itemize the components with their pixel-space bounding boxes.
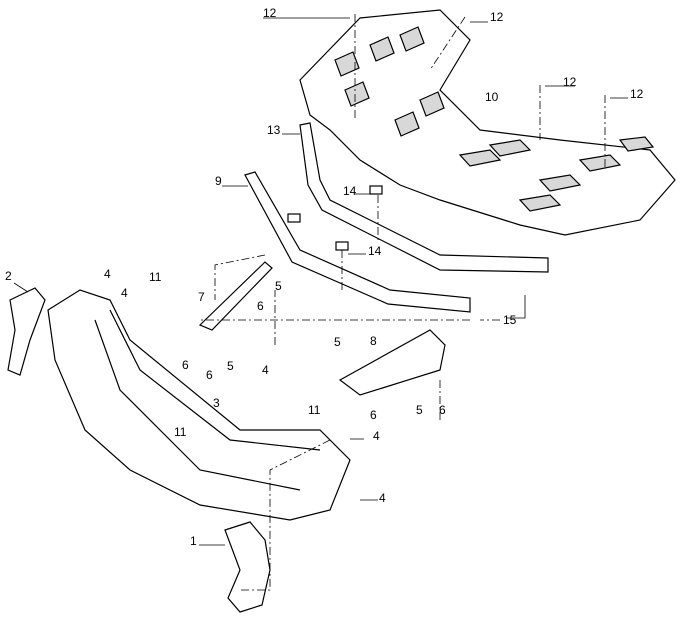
callout-15: 15 bbox=[503, 313, 517, 327]
callout-10: 10 bbox=[485, 90, 499, 104]
callout-1: 1 bbox=[190, 534, 197, 548]
callout-3: 3 bbox=[213, 396, 220, 410]
assembly-dash-lines bbox=[200, 14, 606, 591]
bracket-7 bbox=[198, 261, 273, 331]
callout-4: 4 bbox=[262, 363, 269, 377]
callout-12: 12 bbox=[630, 87, 644, 101]
callout-14: 14 bbox=[368, 244, 382, 258]
rubber-bumper-14 bbox=[335, 241, 349, 251]
callout-2: 2 bbox=[5, 269, 12, 283]
front-bumper bbox=[47, 289, 351, 521]
callout-5: 5 bbox=[275, 279, 282, 293]
callout-13: 13 bbox=[267, 123, 281, 137]
callout-11: 11 bbox=[174, 425, 187, 439]
callout-11: 11 bbox=[308, 403, 321, 417]
callout-5: 5 bbox=[334, 335, 341, 349]
callout-12: 12 bbox=[563, 75, 577, 89]
callout-8: 8 bbox=[370, 334, 377, 348]
callout-6: 6 bbox=[206, 368, 213, 382]
callout-4: 4 bbox=[104, 267, 111, 281]
callout-9: 9 bbox=[215, 174, 222, 188]
callout-4: 4 bbox=[373, 429, 380, 443]
callout-6: 6 bbox=[439, 403, 446, 417]
callout-4: 4 bbox=[121, 286, 128, 300]
callout-5: 5 bbox=[416, 403, 423, 417]
bumper-tube-lines bbox=[94, 309, 321, 491]
callout-4: 4 bbox=[379, 491, 386, 505]
callout-6: 6 bbox=[182, 358, 189, 372]
callout-6: 6 bbox=[257, 299, 264, 313]
leader-lines bbox=[13, 17, 628, 546]
rack-cutouts bbox=[334, 26, 655, 212]
front-rack bbox=[299, 9, 676, 236]
rack-support-13 bbox=[299, 122, 549, 273]
callout-7: 7 bbox=[198, 290, 205, 304]
callout-11: 11 bbox=[149, 270, 162, 284]
rubber-bumper bbox=[287, 213, 301, 223]
callout-14: 14 bbox=[343, 184, 357, 198]
rack-support-9 bbox=[244, 171, 471, 313]
guard-2 bbox=[7, 287, 46, 376]
guard-1 bbox=[224, 521, 271, 613]
callout-12: 12 bbox=[490, 10, 504, 24]
bracket-8 bbox=[338, 329, 446, 396]
callout-12: 12 bbox=[263, 6, 277, 20]
callout-6: 6 bbox=[370, 408, 377, 422]
callout-5: 5 bbox=[227, 359, 234, 373]
rubber-bumper-14 bbox=[369, 185, 383, 195]
